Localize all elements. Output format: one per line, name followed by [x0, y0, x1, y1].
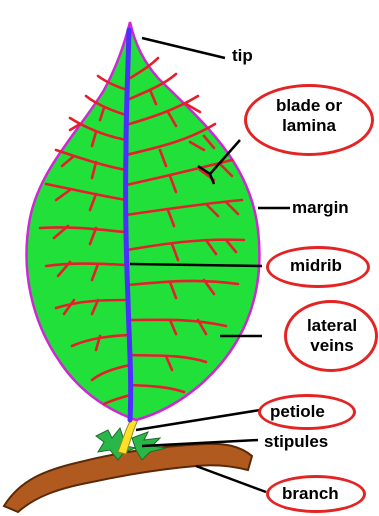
- label-lateral-line2: veins: [290, 336, 374, 356]
- leader-tip: [142, 38, 225, 58]
- leader-branch: [196, 466, 266, 492]
- label-blade: blade or lamina: [250, 96, 368, 136]
- label-lateral-veins: lateral veins: [290, 316, 374, 356]
- label-margin: margin: [292, 198, 349, 218]
- branch: [4, 444, 252, 512]
- label-blade-line2: lamina: [250, 116, 368, 136]
- label-midrib: midrib: [290, 256, 342, 276]
- label-lateral-line1: lateral: [290, 316, 374, 336]
- label-blade-line1: blade or: [250, 96, 368, 116]
- label-stipules: stipules: [264, 432, 328, 452]
- label-tip: tip: [232, 46, 253, 66]
- leaf-blade: [27, 22, 260, 420]
- label-petiole: petiole: [270, 402, 325, 422]
- label-branch: branch: [282, 484, 339, 504]
